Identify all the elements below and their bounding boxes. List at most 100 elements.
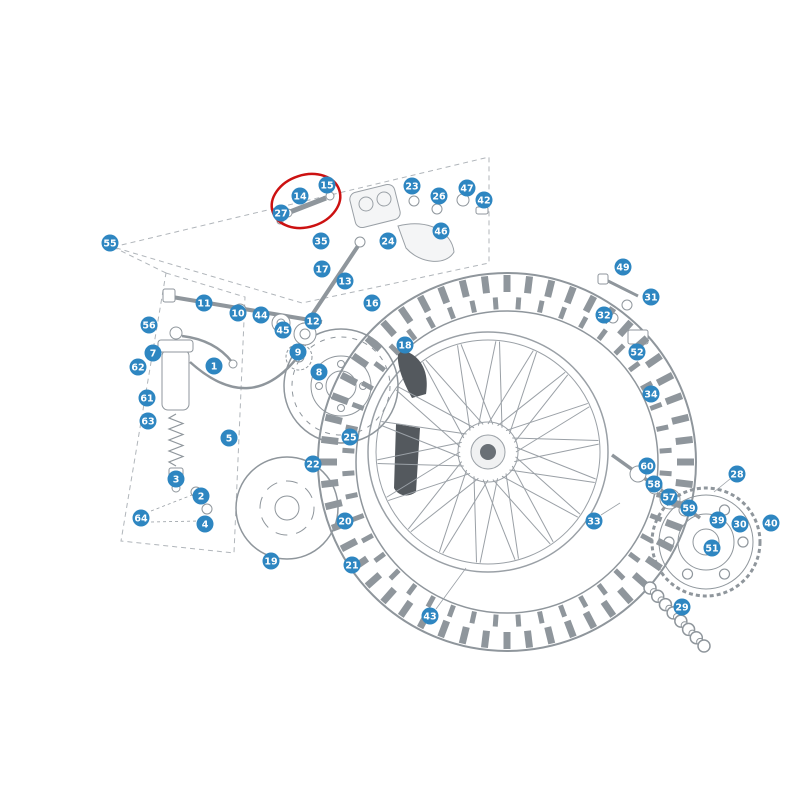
part-callout-58[interactable]: 58 <box>645 475 663 493</box>
part-callout-15[interactable]: 15 <box>318 176 336 194</box>
part-callout-circle[interactable] <box>673 598 691 616</box>
part-callout-35[interactable]: 35 <box>312 232 330 250</box>
part-callout-circle[interactable] <box>336 512 354 530</box>
part-callout-10[interactable]: 10 <box>229 304 247 322</box>
part-callout-circle[interactable] <box>432 222 450 240</box>
part-callout-45[interactable]: 45 <box>274 321 292 339</box>
part-callout-circle[interactable] <box>475 191 493 209</box>
part-callout-33[interactable]: 33 <box>585 512 603 530</box>
part-callout-7[interactable]: 7 <box>144 344 162 362</box>
part-callout-circle[interactable] <box>140 316 158 334</box>
part-callout-32[interactable]: 32 <box>595 306 613 324</box>
part-callout-8[interactable]: 8 <box>310 363 328 381</box>
part-callout-circle[interactable] <box>195 294 213 312</box>
part-callout-circle[interactable] <box>229 304 247 322</box>
part-callout-3[interactable]: 3 <box>167 470 185 488</box>
part-callout-circle[interactable] <box>642 385 660 403</box>
part-callout-circle[interactable] <box>205 357 223 375</box>
part-callout-40[interactable]: 40 <box>762 514 780 532</box>
part-callout-circle[interactable] <box>132 509 150 527</box>
part-callout-circle[interactable] <box>101 234 119 252</box>
part-callout-1[interactable]: 1 <box>205 357 223 375</box>
part-callout-circle[interactable] <box>595 306 613 324</box>
part-callout-29[interactable]: 29 <box>673 598 691 616</box>
part-callout-circle[interactable] <box>645 475 663 493</box>
part-callout-42[interactable]: 42 <box>475 191 493 209</box>
part-callout-circle[interactable] <box>291 187 309 205</box>
part-callout-circle[interactable] <box>139 412 157 430</box>
part-callout-circle[interactable] <box>336 272 354 290</box>
part-callout-circle[interactable] <box>379 232 397 250</box>
part-callout-circle[interactable] <box>252 306 270 324</box>
part-callout-26[interactable]: 26 <box>430 187 448 205</box>
part-callout-46[interactable]: 46 <box>432 222 450 240</box>
part-callout-circle[interactable] <box>289 343 307 361</box>
part-callout-14[interactable]: 14 <box>291 187 309 205</box>
part-callout-27[interactable]: 27 <box>272 204 290 222</box>
part-callout-21[interactable]: 21 <box>343 556 361 574</box>
part-callout-23[interactable]: 23 <box>403 177 421 195</box>
part-callout-39[interactable]: 39 <box>709 511 727 529</box>
part-callout-5[interactable]: 5 <box>220 429 238 447</box>
part-callout-circle[interactable] <box>614 258 632 276</box>
part-callout-circle[interactable] <box>304 312 322 330</box>
part-callout-57[interactable]: 57 <box>660 488 678 506</box>
part-callout-20[interactable]: 20 <box>336 512 354 530</box>
part-callout-circle[interactable] <box>709 511 727 529</box>
part-callout-44[interactable]: 44 <box>252 306 270 324</box>
part-callout-circle[interactable] <box>341 428 359 446</box>
part-callout-55[interactable]: 55 <box>101 234 119 252</box>
part-callout-circle[interactable] <box>762 514 780 532</box>
part-callout-circle[interactable] <box>728 465 746 483</box>
part-callout-circle[interactable] <box>312 232 330 250</box>
part-callout-circle[interactable] <box>680 499 698 517</box>
part-callout-56[interactable]: 56 <box>140 316 158 334</box>
part-callout-34[interactable]: 34 <box>642 385 660 403</box>
part-callout-circle[interactable] <box>731 515 749 533</box>
part-callout-circle[interactable] <box>458 179 476 197</box>
part-callout-circle[interactable] <box>363 294 381 312</box>
part-callout-16[interactable]: 16 <box>363 294 381 312</box>
part-callout-circle[interactable] <box>272 204 290 222</box>
part-callout-17[interactable]: 17 <box>313 260 331 278</box>
part-callout-circle[interactable] <box>421 607 439 625</box>
part-callout-circle[interactable] <box>318 176 336 194</box>
part-callout-25[interactable]: 25 <box>341 428 359 446</box>
part-callout-circle[interactable] <box>167 470 185 488</box>
part-callout-2[interactable]: 2 <box>192 487 210 505</box>
part-callout-circle[interactable] <box>144 344 162 362</box>
part-callout-63[interactable]: 63 <box>139 412 157 430</box>
part-callout-28[interactable]: 28 <box>728 465 746 483</box>
part-callout-13[interactable]: 13 <box>336 272 354 290</box>
part-callout-60[interactable]: 60 <box>638 457 656 475</box>
part-callout-51[interactable]: 51 <box>703 539 721 557</box>
part-callout-circle[interactable] <box>430 187 448 205</box>
part-callout-circle[interactable] <box>310 363 328 381</box>
part-callout-circle[interactable] <box>343 556 361 574</box>
part-callout-circle[interactable] <box>313 260 331 278</box>
part-callout-circle[interactable] <box>304 455 322 473</box>
part-callout-11[interactable]: 11 <box>195 294 213 312</box>
part-callout-12[interactable]: 12 <box>304 312 322 330</box>
part-callout-circle[interactable] <box>274 321 292 339</box>
part-callout-circle[interactable] <box>642 288 660 306</box>
part-callout-circle[interactable] <box>262 552 280 570</box>
part-callout-31[interactable]: 31 <box>642 288 660 306</box>
part-callout-circle[interactable] <box>220 429 238 447</box>
part-callout-61[interactable]: 61 <box>138 389 156 407</box>
part-callout-47[interactable]: 47 <box>458 179 476 197</box>
part-callout-circle[interactable] <box>396 336 414 354</box>
part-callout-9[interactable]: 9 <box>289 343 307 361</box>
part-callout-circle[interactable] <box>138 389 156 407</box>
part-callout-19[interactable]: 19 <box>262 552 280 570</box>
part-callout-circle[interactable] <box>129 358 147 376</box>
part-callout-circle[interactable] <box>628 343 646 361</box>
part-callout-4[interactable]: 4 <box>196 515 214 533</box>
part-callout-circle[interactable] <box>638 457 656 475</box>
part-callout-59[interactable]: 59 <box>680 499 698 517</box>
part-callout-18[interactable]: 18 <box>396 336 414 354</box>
part-callout-circle[interactable] <box>196 515 214 533</box>
part-callout-30[interactable]: 30 <box>731 515 749 533</box>
part-callout-43[interactable]: 43 <box>421 607 439 625</box>
part-callout-52[interactable]: 52 <box>628 343 646 361</box>
